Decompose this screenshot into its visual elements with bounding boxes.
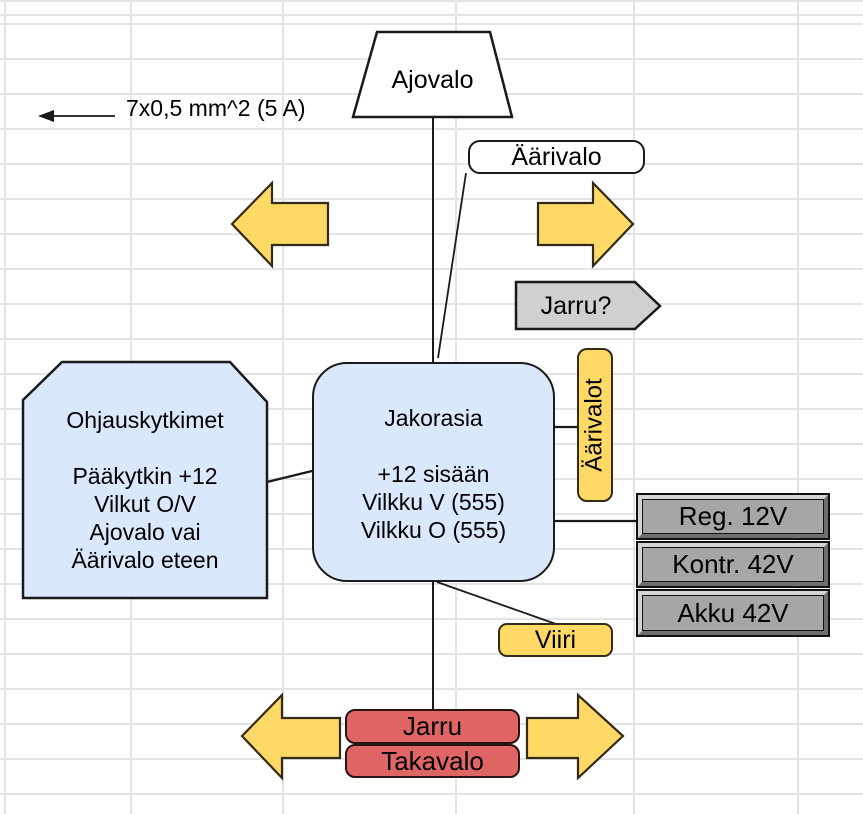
- jarru-box[interactable]: Jarru: [345, 709, 520, 744]
- ajovalo-trapezoid[interactable]: [351, 30, 514, 119]
- ajovalo-label: Ajovalo: [391, 65, 474, 94]
- reg-12v-box[interactable]: Reg. 12V: [636, 493, 830, 540]
- grid-column-line: [4, 0, 6, 814]
- bevel-edge: [638, 543, 828, 586]
- akku-42v-box[interactable]: Akku 42V: [636, 589, 830, 637]
- left-arrow-bottom-icon[interactable]: [240, 692, 342, 781]
- aarivalot-tag[interactable]: Äärivalot: [577, 348, 613, 502]
- jarru-question-pentagon[interactable]: [514, 280, 662, 331]
- jarru-question-label: Jarru?: [540, 291, 612, 320]
- kontr-42v-box[interactable]: Kontr. 42V: [636, 541, 830, 588]
- wire-aarivalo-jakorasia: [437, 172, 467, 359]
- left-arrow-top-icon[interactable]: [230, 180, 330, 269]
- viiri-box[interactable]: Viiri: [498, 623, 613, 657]
- kontr-42v-label: Kontr. 42V: [642, 547, 824, 582]
- grid-column-line: [797, 0, 799, 814]
- bevel-edge: [638, 495, 828, 538]
- takavalo-label: Takavalo: [381, 745, 484, 776]
- annotation-arrowhead-icon: [38, 110, 54, 122]
- akku-42v-label: Akku 42V: [642, 595, 824, 631]
- wire-jakorasia-viiri: [436, 581, 557, 625]
- ohjauskytkimet-line: Ajovalo vai: [89, 519, 201, 545]
- jakorasia-line: Vilkku V (555): [362, 489, 505, 515]
- ohjauskytkimet-box[interactable]: [21, 360, 269, 600]
- ohjauskytkimet-line: Pääkytkin +12: [72, 463, 218, 489]
- aarivalo-callout[interactable]: Äärivalo: [468, 140, 645, 174]
- ohjauskytkimet-title: Ohjauskytkimet: [66, 407, 224, 433]
- aarivalot-tag-label: Äärivalot: [581, 378, 608, 472]
- grid-column-line: [282, 0, 284, 814]
- jakorasia-box[interactable]: Jakorasia +12 sisään Vilkku V (555) Vilk…: [312, 362, 555, 582]
- jarru-label: Jarru: [402, 711, 463, 741]
- ohjauskytkimet-text: Ohjauskytkimet Pääkytkin +12 Vilkut O/V …: [23, 362, 267, 574]
- aarivalo-callout-label: Äärivalo: [511, 142, 602, 171]
- grid-top-line: [0, 0, 863, 2]
- jakorasia-line: Vilkku O (555): [360, 517, 507, 543]
- ohjauskytkimet-line: Äärivalo eteen: [71, 547, 219, 573]
- bevel-edge: [638, 591, 828, 635]
- takavalo-box[interactable]: Takavalo: [345, 744, 520, 778]
- spacer: [314, 432, 553, 460]
- viiri-label: Viiri: [534, 625, 577, 654]
- grid-column-line: [633, 0, 635, 814]
- jakorasia-line: +12 sisään: [377, 461, 490, 487]
- right-arrow-top-icon[interactable]: [536, 180, 635, 269]
- reg-12v-label: Reg. 12V: [642, 499, 824, 534]
- right-arrow-bottom-icon[interactable]: [525, 692, 625, 781]
- cable-annotation-label: 7x0,5 mm^2 (5 A): [126, 95, 306, 121]
- jakorasia-title: Jakorasia: [384, 405, 483, 431]
- ohjauskytkimet-line: Vilkut O/V: [94, 491, 196, 517]
- spacer: [23, 434, 267, 462]
- wire-ohjaus-jakorasia: [266, 469, 313, 484]
